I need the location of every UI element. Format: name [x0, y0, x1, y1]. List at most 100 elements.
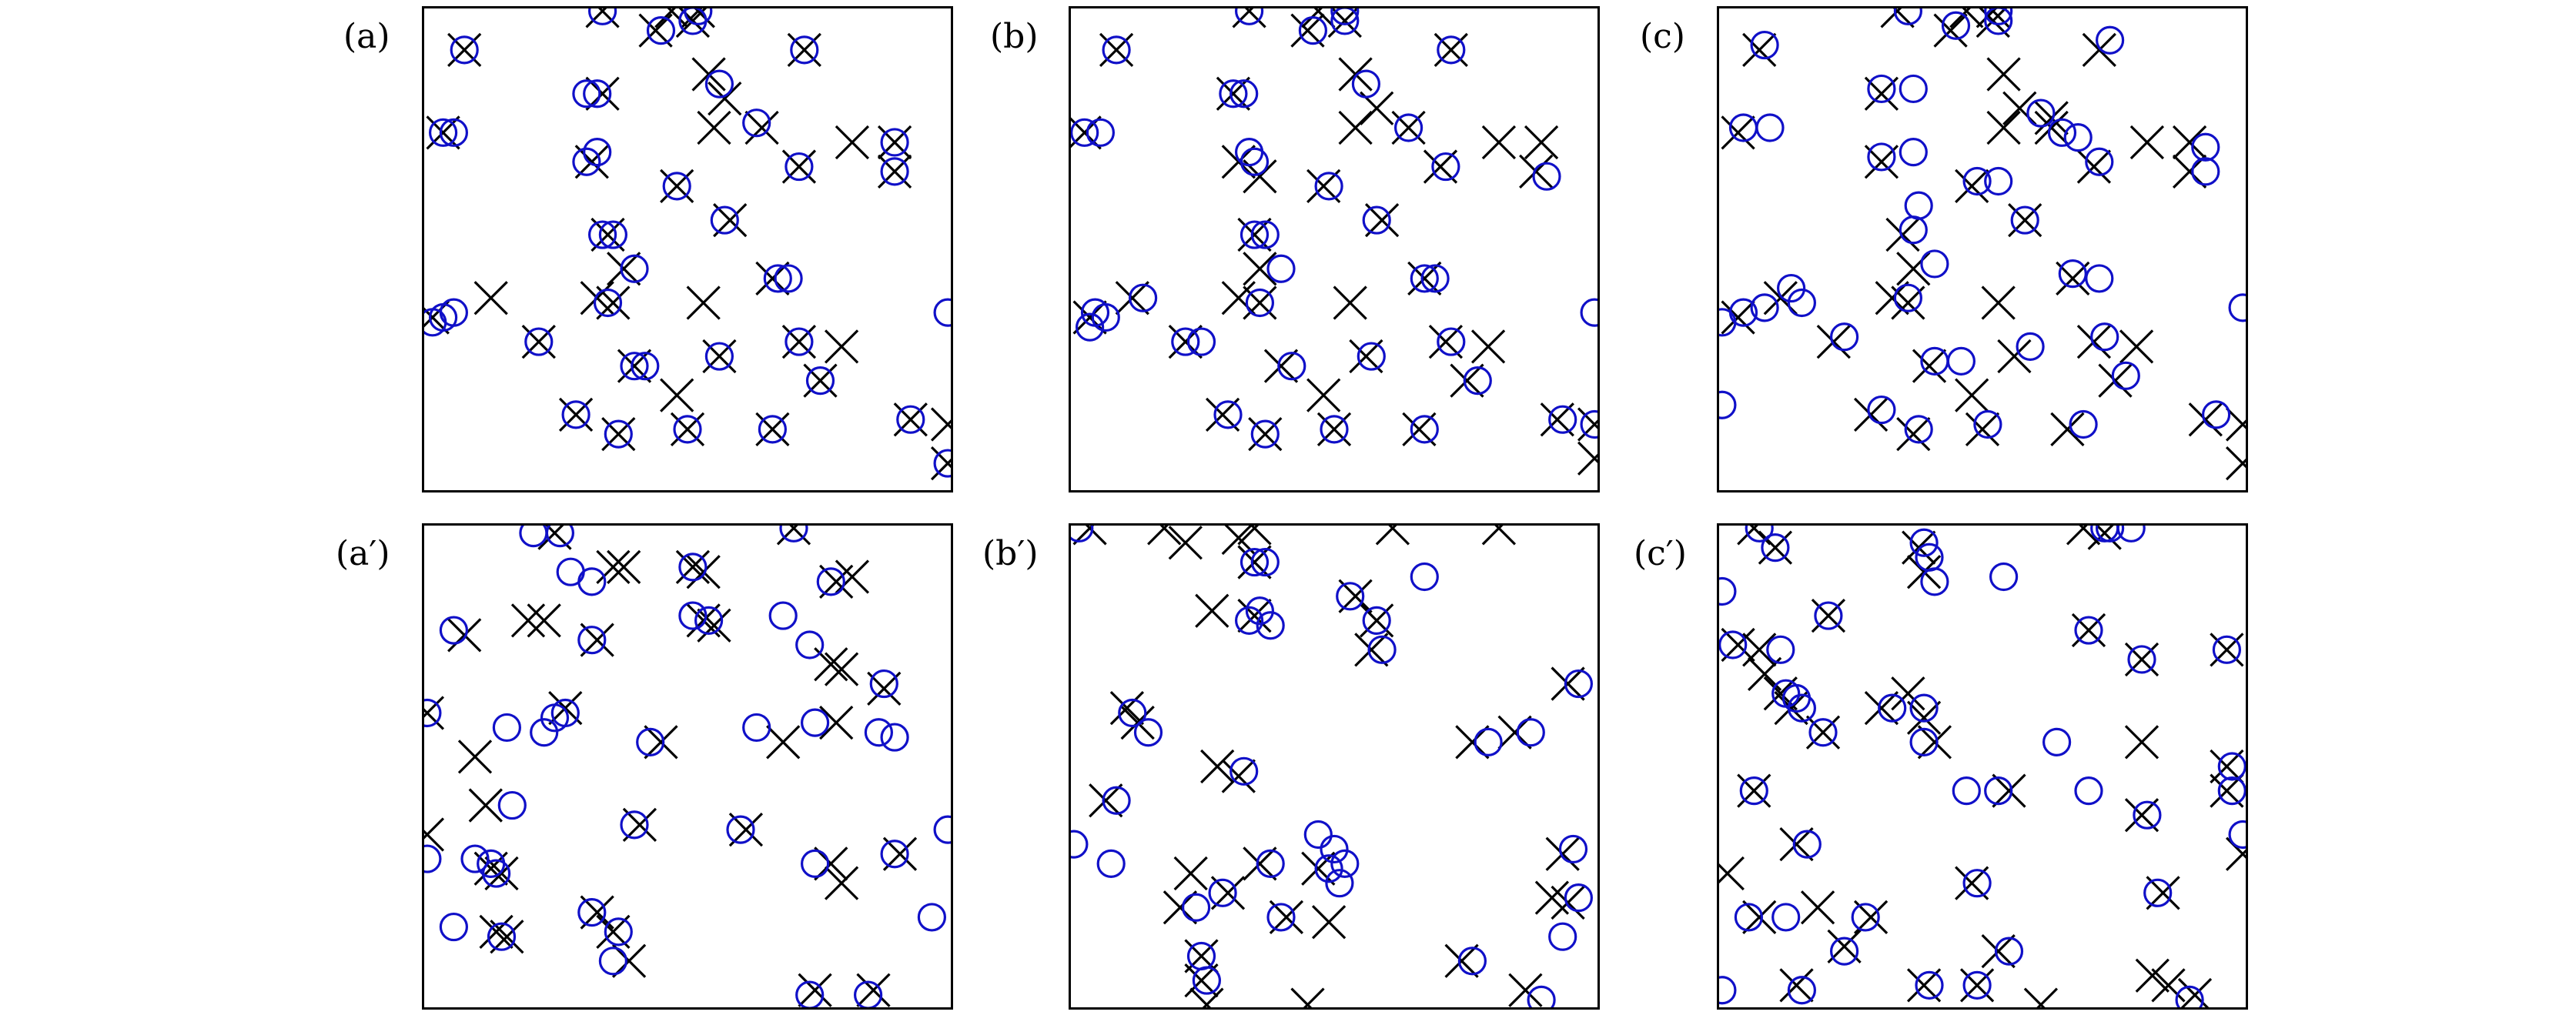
scatter-panel: [422, 6, 953, 492]
circle-marker: [1266, 903, 1296, 932]
cross-marker: [2098, 363, 2133, 398]
cross-marker: [422, 696, 445, 730]
circle-marker: [429, 118, 458, 147]
circle-marker: [1367, 635, 1397, 664]
circle-marker: [1229, 756, 1259, 786]
cross-marker: [755, 412, 790, 446]
circle-marker: [801, 708, 830, 737]
cross-marker: [1949, 6, 1984, 28]
cross-marker: [835, 125, 870, 160]
cross-marker: [708, 81, 742, 116]
circle-marker: [620, 254, 649, 283]
circle-marker: [1457, 947, 1487, 976]
circle-marker: [678, 601, 708, 630]
cross-marker: [1243, 285, 1277, 320]
cross-marker: [1737, 773, 1771, 808]
cross-marker: [2124, 642, 2159, 677]
cross-marker: [1391, 110, 1426, 145]
circle-marker: [2228, 293, 2248, 322]
cross-marker: [426, 115, 460, 150]
cross-marker: [1906, 555, 1942, 589]
circle-marker: [2042, 727, 2072, 756]
circle-marker: [2010, 205, 2039, 235]
cross-marker: [930, 407, 953, 442]
circle-marker: [620, 810, 649, 840]
cross-marker: [781, 324, 817, 359]
circle-marker: [1213, 400, 1243, 429]
circle-marker: [1298, 16, 1327, 45]
circle-marker: [1463, 366, 1492, 396]
cross-marker: [1360, 603, 1394, 638]
circle-marker: [1717, 390, 1737, 419]
cross-marker: [1779, 826, 1814, 862]
circle-marker: [1962, 166, 1992, 196]
circle-marker: [1830, 937, 1859, 966]
circle-marker: [1973, 409, 2002, 439]
circle-marker: [1091, 302, 1120, 332]
circle-marker: [917, 903, 947, 932]
circle-marker: [673, 415, 702, 444]
cross-marker: [877, 154, 912, 189]
circle-marker: [1076, 312, 1105, 342]
panel-frame: [422, 523, 953, 1010]
cross-marker: [1721, 300, 1755, 335]
cross-marker: [675, 549, 711, 585]
circle-marker: [1564, 883, 1594, 913]
circle-marker: [2063, 123, 2093, 152]
cross-marker: [1742, 900, 1777, 935]
circle-marker: [1325, 869, 1354, 898]
cross-marker: [654, 6, 689, 28]
cross-marker: [2071, 613, 2106, 648]
circle-marker: [1245, 288, 1274, 318]
cross-marker: [1232, 6, 1266, 28]
cross-marker: [1955, 169, 1989, 203]
circle-marker: [1761, 533, 1790, 563]
cross-marker: [2210, 633, 2244, 667]
circle-marker: [1192, 966, 1221, 995]
circle-marker: [577, 898, 607, 927]
cross-marker: [1200, 749, 1235, 784]
circle-marker: [1410, 264, 1439, 293]
cross-marker: [1763, 281, 1798, 316]
circle-marker: [439, 298, 469, 327]
circle-marker: [1070, 118, 1099, 147]
circle-marker: [1250, 547, 1280, 577]
cross-marker: [1109, 691, 1145, 726]
circle-marker: [487, 922, 517, 951]
cross-marker: [1992, 773, 2026, 808]
circle-marker: [1899, 74, 1928, 104]
panel-frame: [1717, 6, 2248, 492]
circle-marker: [1984, 166, 2013, 196]
circle-marker: [2201, 400, 2231, 429]
circle-marker: [631, 352, 660, 381]
cross-marker: [2076, 324, 2112, 359]
cross-marker: [787, 32, 821, 68]
cross-marker: [681, 6, 715, 28]
cross-marker: [803, 363, 838, 398]
cross-marker: [1263, 349, 1299, 383]
circle-marker: [1787, 976, 1817, 1005]
cross-marker: [447, 32, 482, 68]
cross-marker: [1243, 846, 1277, 881]
cross-marker: [1981, 934, 2016, 969]
cross-marker: [1721, 115, 1755, 150]
circle-marker: [598, 220, 627, 249]
cross-marker: [2002, 91, 2037, 125]
circle-marker: [805, 366, 835, 396]
cross-marker: [2066, 523, 2101, 546]
circle-marker: [593, 288, 623, 318]
circle-marker: [1984, 6, 2013, 25]
circle-marker: [1245, 596, 1274, 626]
circle-marker: [684, 6, 713, 25]
cross-marker: [1864, 691, 1899, 726]
cross-marker: [1997, 339, 2032, 374]
cross-marker: [1327, 6, 1362, 38]
circle-marker: [1899, 215, 1928, 245]
cross-marker: [558, 397, 594, 432]
circle-marker: [1893, 6, 1922, 25]
cross-marker: [1519, 154, 1554, 189]
cross-marker: [2034, 101, 2069, 135]
cross-marker: [798, 973, 832, 1007]
cross-marker: [644, 725, 678, 760]
